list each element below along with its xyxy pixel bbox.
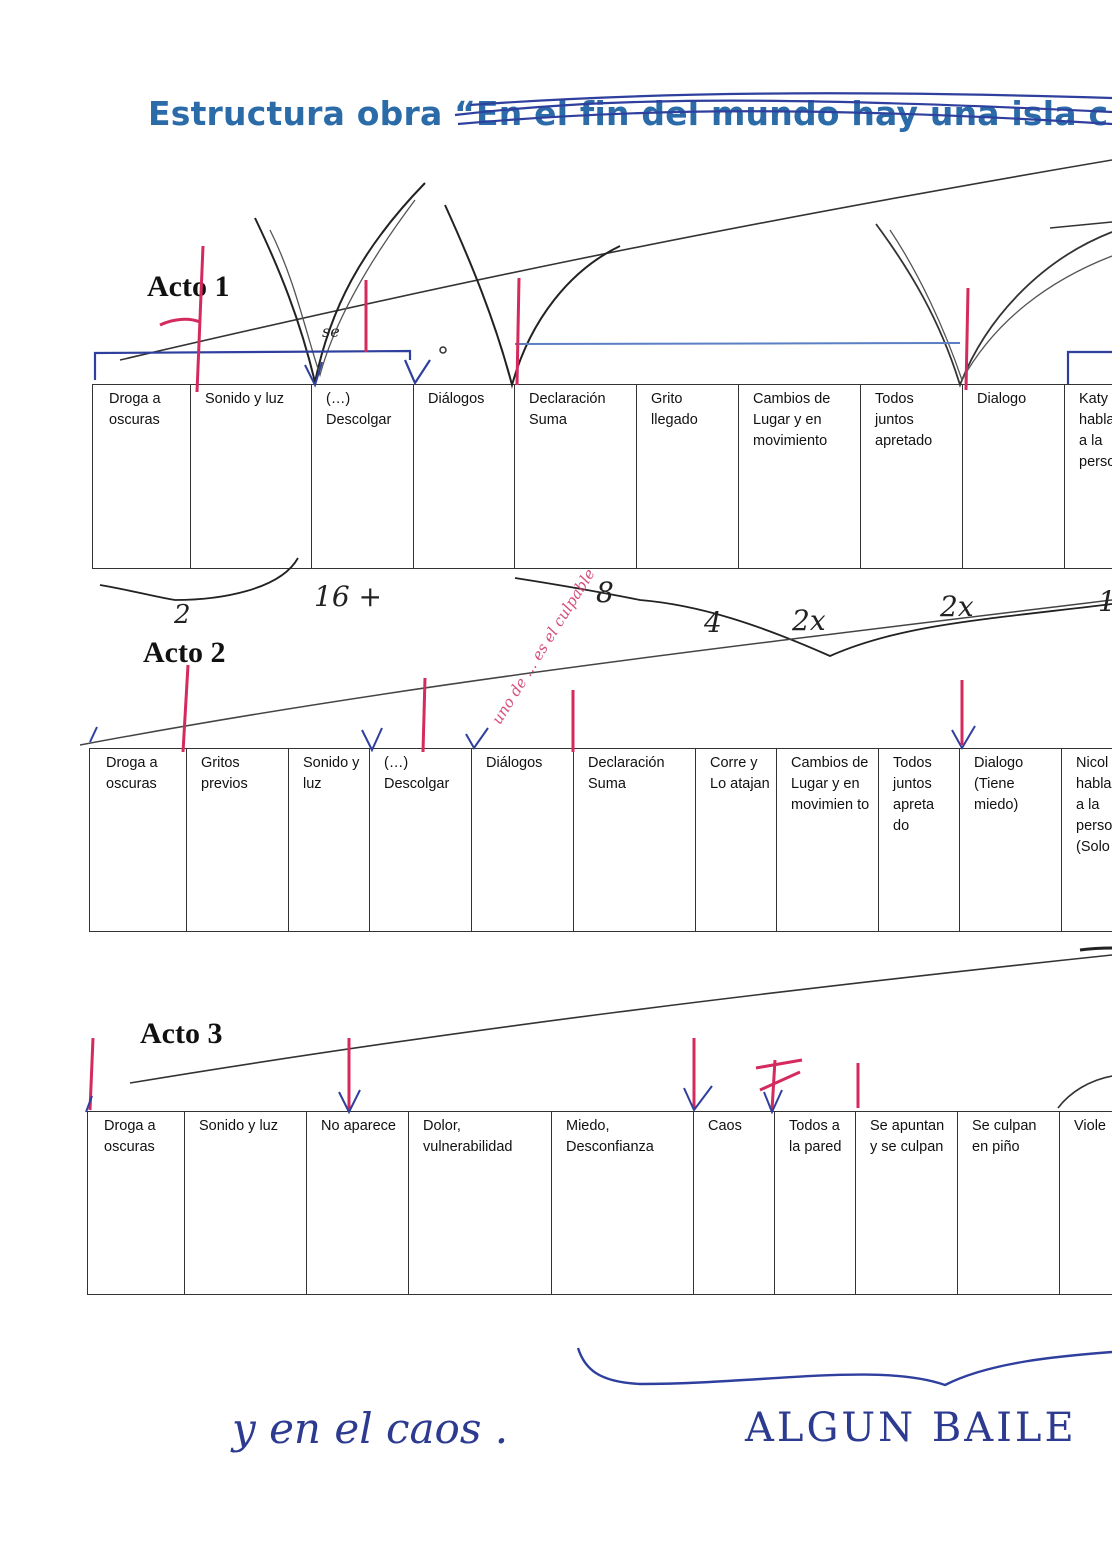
act-3-cell: Dolor, vulnerabilidad [408,1111,552,1295]
blue-tick [85,1095,93,1113]
red-arrow [88,1037,95,1111]
blue-tick [683,1085,713,1112]
blue-bracket [93,349,412,380]
act-2-cell: Sonido y luz [288,748,370,932]
act-3-cell: Droga a oscuras [87,1111,185,1295]
act-1-cell: Dialogo [962,384,1065,569]
pencil-note-small: se [322,322,340,341]
blue-tick [338,1089,361,1115]
act-2-heading: Acto 2 [143,636,226,669]
red-arrow [421,677,427,753]
title-struck-text: “En el fin del mundo hay una isla c [454,94,1109,133]
pencil-stroke [1057,1075,1112,1109]
pencil-number: 4 [704,606,722,639]
red-diagonal-note: uno de ... es el culpable [488,565,599,728]
blue-tick [361,727,383,753]
red-arrow [964,287,970,391]
act-1-cell: Sonido y luz [190,384,312,569]
blue-handwriting-right: ALGUN BAILE [745,1405,1077,1451]
blue-bracket [1066,350,1112,384]
act-2-cell: Declaración Suma [573,748,696,932]
act-2-cell: Corre y Lo atajan [695,748,777,932]
pencil-dot [439,346,447,354]
red-arrow [515,277,521,386]
pencil-v-mark [889,229,1112,382]
pencil-stroke [1049,221,1112,229]
act-1-cell: Diálogos [413,384,515,569]
act-1-table: Droga a oscuras Sonido y luz (…) Descolg… [92,384,1112,569]
pencil-number: 2x [940,590,974,623]
act-3-cell: Se culpan en piño [957,1111,1060,1295]
act-1-cell: Katy habla y a la perso [1064,384,1112,569]
red-star-mark [755,1058,803,1111]
act-1-cell: Droga a oscuras [92,384,191,569]
blue-brace [576,1347,1112,1387]
act-3-cell: Miedo, Desconfianza [551,1111,694,1295]
blue-tick [403,359,431,386]
act-3-cell: No aparece [306,1111,409,1295]
pencil-number: 8 [596,576,614,609]
blue-handwriting-left: y en el caos . [232,1404,509,1453]
act-1-tension-line [119,159,1112,361]
pencil-number: 1 [1098,585,1112,618]
act-2-cell: (…) Descolgar [369,748,472,932]
act-1-heading: Acto 1 [147,270,230,303]
pencil-v-mark [269,199,416,378]
act-2-cell: Droga a oscuras [89,748,187,932]
act-1-cell: (…) Descolgar [311,384,414,569]
act-3-cell: Viole [1059,1111,1112,1295]
act-1-cell: Grito llegado [636,384,739,569]
act-2-table: Droga a oscuras Gritos previos Sonido y … [89,748,1112,932]
blue-tick [951,725,976,751]
blue-tick [304,361,323,388]
act-3-cell: Todos a la pared [774,1111,856,1295]
pencil-stroke [1079,946,1112,952]
act-2-cell: Diálogos [471,748,574,932]
blue-tick [89,726,98,743]
blue-tick [465,727,489,750]
act-2-cell: Nicol habla y a la perso (Solo [1061,748,1112,932]
pencil-v-mark [254,182,426,383]
pencil-number: 2 [174,600,191,630]
red-arrow [159,245,205,393]
act-2-cell: Todos juntos apreta do [878,748,960,932]
red-arrow [181,664,190,753]
act-3-table: Droga a oscuras Sonido y luz No aparece … [87,1111,1112,1295]
pencil-v-mark [875,223,1112,388]
blue-tick [763,1089,783,1115]
act-3-cell: Caos [693,1111,775,1295]
title-prefix: Estructura obra [148,94,455,133]
act-3-cell: Sonido y luz [184,1111,307,1295]
act-1-cell: Todos juntos apretado [860,384,963,569]
act-3-tension-line [129,954,1112,1084]
act-1-cell: Declaración Suma [514,384,637,569]
page-title: Estructura obra “En el fin del mundo hay… [148,94,1108,133]
pencil-number: 2x [792,604,826,637]
act-2-cell: Gritos previos [186,748,289,932]
act-2-cell: Cambios de Lugar y en movimien to [776,748,879,932]
act-3-cell: Se apuntan y se culpan [855,1111,958,1295]
pencil-number: 16 + [314,580,382,613]
act-3-heading: Acto 3 [140,1017,223,1050]
act-2-cell: Dialogo (Tiene miedo) [959,748,1062,932]
pencil-v-mark [444,204,621,389]
blue-bracket [514,342,961,345]
act-1-cell: Cambios de Lugar y en movimiento [738,384,861,569]
